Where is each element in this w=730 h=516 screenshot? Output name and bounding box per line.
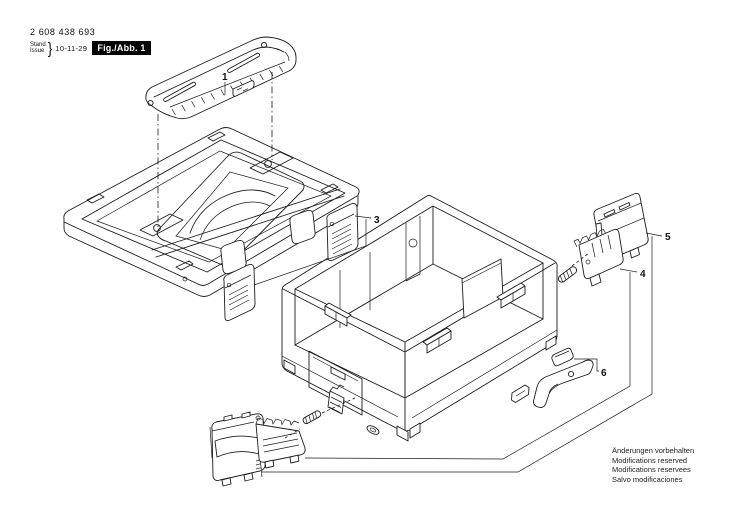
rim-cleat: [496, 282, 526, 309]
callout-4: 4: [640, 269, 646, 280]
rim-cleat: [324, 302, 352, 327]
spring-right: [557, 266, 578, 283]
callout-6: 6: [601, 368, 607, 379]
hinge-pin: [163, 52, 261, 102]
leader-lines: [224, 82, 663, 473]
rim-cleat: [422, 327, 452, 354]
latch-mechanism-front: [255, 415, 306, 469]
notice-line-en: Modifications reserved: [612, 455, 688, 465]
notice-line-fr: Modifications reservees: [612, 465, 691, 475]
latch-cover-lower: [223, 263, 256, 322]
case-foot: [366, 425, 380, 435]
latch-mechanism-right: [573, 228, 624, 287]
figure-label-badge: Fig./Abb. 1: [92, 41, 151, 55]
callout-3: 3: [374, 215, 380, 226]
lid-grip-recess: [156, 151, 305, 266]
notice-line-de: Änderungen vorbehalten: [612, 446, 695, 455]
spring-front: [302, 410, 322, 425]
lock-lever: [533, 347, 594, 408]
lid: [63, 127, 360, 297]
issue-date: 10-11-29: [55, 43, 88, 53]
document-part-number: 2 608 438 693: [30, 27, 96, 37]
latch-pocket: [308, 350, 363, 416]
latch-plate-front: [209, 411, 266, 487]
handle-badge: [232, 80, 255, 97]
brace-glyph: }: [47, 38, 53, 58]
issue-block: Stand Issue } 10-11-29: [30, 38, 88, 58]
latch-cover-upper: [326, 202, 359, 262]
callout-1: 1: [222, 72, 228, 83]
modifications-notice: Änderungen vorbehalten Modifications res…: [612, 446, 694, 484]
issue-label: Issue: [30, 48, 45, 54]
carry-handle: [145, 36, 297, 120]
notice-line-es: Salvo modificaciones: [612, 474, 683, 484]
stand-label: Stand: [30, 41, 46, 48]
callout-5: 5: [665, 232, 671, 243]
case-body: [281, 195, 558, 442]
lid-strap: [220, 209, 316, 275]
